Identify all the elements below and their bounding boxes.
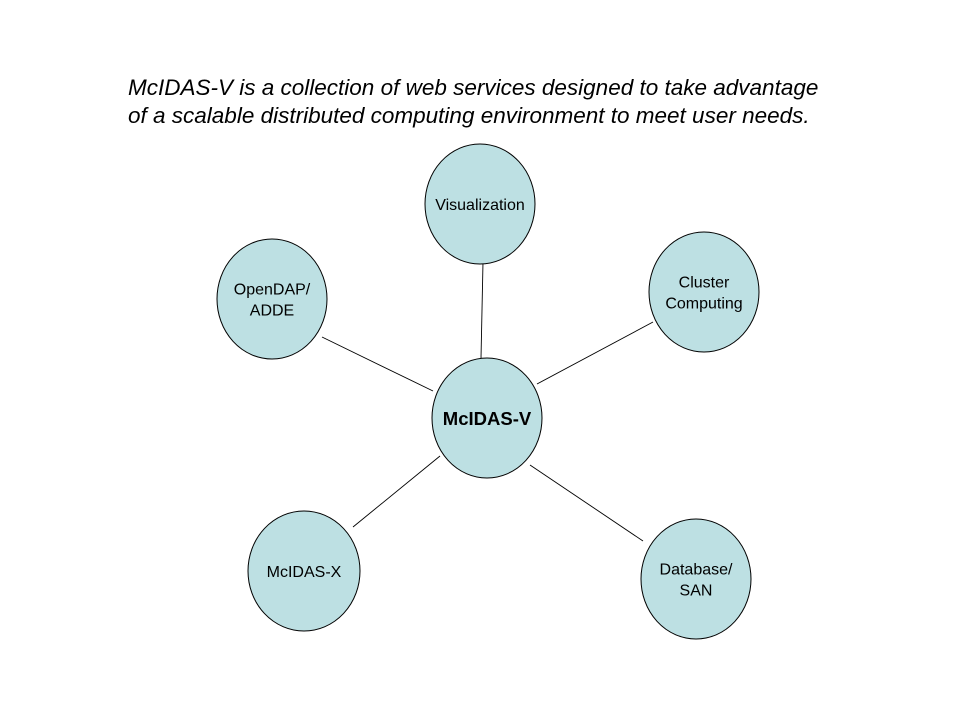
connector-database-san [529, 464, 644, 542]
node-ellipse-mcidas-x [247, 510, 361, 632]
node-label-line: Computing [665, 296, 742, 313]
slide-caption: McIDAS-V is a collection of web services… [128, 74, 908, 130]
node-ellipse-cluster-computing [648, 231, 760, 353]
node-label-line: McIDAS-X [267, 564, 342, 581]
node-ellipse-database-san [640, 518, 752, 640]
node-opendap-adde: OpenDAP/ADDE [216, 238, 328, 360]
connector-group [321, 261, 654, 542]
connector-opendap-adde [321, 336, 434, 392]
node-ellipse-visualization [424, 143, 536, 265]
node-label-line: Cluster [679, 275, 730, 292]
node-group: VisualizationClusterComputingDatabase/SA… [216, 143, 760, 640]
connector-cluster-computing [536, 321, 654, 385]
node-ellipse-opendap-adde [216, 238, 328, 360]
node-database-san: Database/SAN [640, 518, 752, 640]
node-mcidas-x: McIDAS-X [247, 510, 361, 632]
node-label-line: OpenDAP/ [234, 282, 311, 299]
caption-line-1: McIDAS-V is a collection of web services… [128, 75, 819, 100]
hub-label-line: McIDAS-V [443, 408, 532, 429]
caption-line-2: of a scalable distributed computing envi… [128, 103, 810, 128]
hub-ellipse [431, 357, 543, 479]
node-label-line: SAN [680, 583, 713, 600]
connector-mcidas-x [352, 455, 441, 528]
node-label-line: Visualization [435, 197, 525, 214]
node-label-line: Database/ [660, 562, 733, 579]
connector-visualization [480, 261, 484, 359]
node-visualization: Visualization [424, 143, 536, 265]
node-label-line: ADDE [250, 303, 294, 320]
node-hub-mcidas-v: McIDAS-V [431, 357, 543, 479]
